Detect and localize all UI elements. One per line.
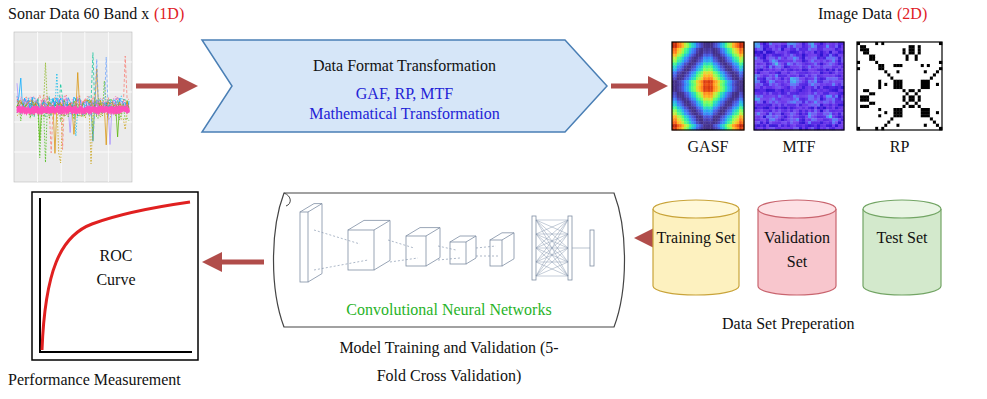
mtf-image-outline bbox=[754, 42, 844, 130]
rp-image: RP bbox=[857, 42, 942, 130]
caption-label: Image Data bbox=[818, 4, 892, 24]
roc-plot: ROC CurvePerformance Measurement bbox=[32, 192, 198, 360]
sonar-plot-outline bbox=[14, 32, 132, 182]
node-text: Data Format Transformation bbox=[202, 56, 607, 76]
caption-label: Data Set Preperation bbox=[722, 314, 854, 334]
training-set-cylinder-outline bbox=[652, 200, 740, 295]
training-set-cylinder: Training Set bbox=[652, 200, 740, 295]
mtf-image: MTF bbox=[754, 42, 844, 130]
node-text: MTF bbox=[754, 137, 844, 157]
node-text: GASF bbox=[672, 137, 744, 157]
gasf-image-outline bbox=[672, 42, 744, 130]
gasf-image: GASF bbox=[672, 42, 744, 130]
node-text: (1D) bbox=[154, 4, 184, 24]
rp-image-outline bbox=[857, 42, 942, 130]
node-text: Validation Set bbox=[759, 226, 835, 274]
flow-arrow bbox=[136, 84, 186, 89]
flow-arrow bbox=[214, 260, 264, 265]
node-text: GAF, RP, MTF bbox=[202, 84, 607, 104]
node-text: Mathematical Transformation bbox=[202, 104, 607, 124]
flow-arrow bbox=[646, 236, 648, 241]
transform-chevron: Data Format TransformationGAF, RP, MTFMa… bbox=[202, 40, 607, 132]
node-text: Convolutional Neural Networks bbox=[268, 300, 630, 320]
node-text: Training Set bbox=[656, 226, 736, 250]
node-text: Test Set bbox=[866, 226, 938, 250]
test-set-cylinder-outline bbox=[862, 200, 942, 295]
test-set-cylinder: Test Set bbox=[862, 200, 942, 295]
node-text: Sonar Data 60 Band x bbox=[8, 4, 149, 24]
caption-label: (2D) bbox=[897, 4, 927, 24]
sonar-plot: Sonar Data 60 Band x(1D) bbox=[14, 32, 132, 182]
validation-set-cylinder: Validation Set bbox=[757, 200, 837, 295]
node-text: Model Training and Validation (5-Fold Cr… bbox=[329, 334, 569, 390]
flow-arrow bbox=[611, 84, 656, 89]
node-text: Performance Measurement bbox=[8, 370, 181, 390]
node-text: RP bbox=[857, 137, 942, 157]
cnn-scroll: Convolutional Neural NetworksModel Train… bbox=[268, 190, 630, 330]
node-text: ROC Curve bbox=[84, 244, 148, 292]
validation-set-cylinder-outline bbox=[757, 200, 837, 295]
